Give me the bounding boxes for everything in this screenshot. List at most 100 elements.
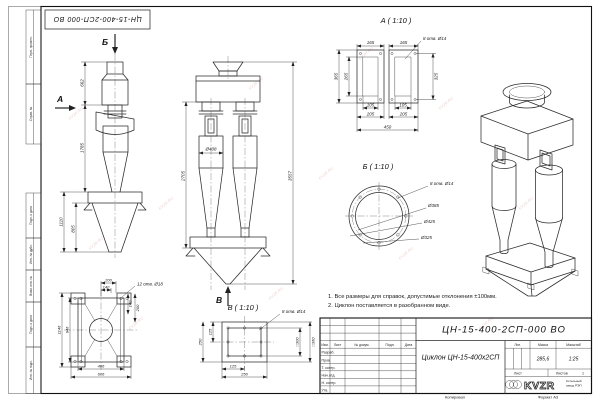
- watermark-text: KVZR.RU: [437, 96, 454, 111]
- view-a-title: А ( 1:10 ): [380, 16, 412, 25]
- section-b-label: Б: [102, 37, 108, 47]
- watermark-text: KVZR.RU: [357, 46, 374, 61]
- assembly-dimensions: Ø408 2705 3557: [181, 61, 297, 285]
- view-b-holes: [350, 187, 408, 245]
- dim-385: Ø385: [427, 203, 440, 208]
- tb-row-prov: Пров.: [322, 358, 332, 362]
- side-label-podp-data-2: Подп. и дата: [29, 315, 33, 334]
- dim-325-circle: Ø325: [420, 235, 433, 240]
- note-2: 2. Циклон поставляется в разобранном вид…: [328, 303, 451, 309]
- watermark-layer: KVZR.RU KVZR.RU KVZR.RU KVZR.RU KVZR.RU …: [67, 46, 534, 331]
- dim-406: 406: [98, 364, 105, 369]
- tb-sheet-label: Лист: [514, 372, 522, 376]
- view-a-outline: [356, 49, 419, 104]
- dim-105-b: 105: [399, 103, 407, 108]
- watermark-text: KVZR.RU: [317, 166, 334, 181]
- watermark-text: KVZR.RU: [157, 196, 174, 211]
- logo-kvzr-text: KVZR: [524, 380, 555, 392]
- tb-row-tkontr: Т. контр.: [322, 366, 336, 370]
- dim-200-right: 200: [135, 304, 140, 312]
- view-v: В ( 1:10 ) 8 отв. Ø14 125 250 □300 □360 …: [198, 303, 316, 379]
- dim-105-a: 105: [367, 103, 375, 108]
- view-b: Б ( 1:10 ) 8 отв. Ø14 Ø385 Ø425 Ø325: [345, 162, 454, 250]
- tb-row-utv: Утв.: [322, 388, 329, 392]
- dim-805: 805: [71, 225, 76, 233]
- view-a: А ( 1:10 ) 8 отв. Ø14 165 165 365 265 32…: [334, 16, 447, 132]
- dim-200-top: 200: [104, 278, 112, 283]
- plan-outline: [70, 292, 132, 368]
- tb-mass-label: Масса: [538, 343, 548, 347]
- tb-header-podp: Подп.: [385, 343, 394, 347]
- tb-row-nkontr: Н. контр.: [322, 381, 337, 385]
- watermark-text: KVZR.RU: [397, 246, 414, 261]
- top-stamp: ЦН-15-400-2СП-000 ВО: [44, 9, 151, 30]
- side-label-vzam-inv: Взам. инв. №: [29, 276, 33, 296]
- watermark-text: KVZR.RU: [267, 286, 284, 301]
- view-v-dimensions: 125 250 □300 □360 125 250: [198, 321, 316, 379]
- title-block-product-name: Циклон ЦН-15-400х2СП: [422, 355, 501, 362]
- watermark-text: KVZR.RU: [127, 316, 144, 331]
- dim-205-a: 205: [366, 112, 375, 117]
- dim-946: 946: [65, 326, 70, 333]
- tb-sheets-label: Листов: [556, 372, 568, 376]
- dim-125-bottom: 125: [230, 364, 237, 369]
- dim-165-b: 165: [400, 40, 408, 45]
- view-a-holes: [359, 52, 417, 101]
- dim-265: 265: [344, 72, 349, 81]
- notes: 1. Все размеры для справок, допустимые о…: [328, 294, 497, 309]
- side-label-sprav: Справ. №: [29, 106, 33, 121]
- tb-header-list: Лист: [334, 343, 342, 347]
- view-a-holes-note: 8 отв. Ø14: [423, 36, 447, 41]
- title-block: ЦН-15-400-2СП-000 ВО Циклон ЦН-15-400х2С…: [319, 317, 593, 395]
- side-label-inv-dubl: Инв. № дубл.: [29, 244, 33, 264]
- gost-frame: Перв. примен. Справ. № Подп. и дата Инв.…: [8, 5, 593, 400]
- logo-org-line-2: завод РЭП: [566, 384, 582, 388]
- title-block-grid: [320, 318, 592, 394]
- dim-2705: 2705: [181, 170, 186, 182]
- dim-425: Ø425: [423, 219, 436, 224]
- plan-holes-note: 12 отв. Ø18: [137, 282, 163, 287]
- view-b-holes-note: 8 отв. Ø14: [430, 181, 454, 186]
- dim-140-right: 140: [128, 300, 133, 307]
- tb-sheets-value: 1: [582, 372, 584, 376]
- view-front-single: Б А 662 1785 1110 805: [55, 34, 147, 258]
- dim-1110: 1110: [59, 217, 64, 227]
- logo-coil-icon: [505, 380, 522, 389]
- footer-copied-label: Копировал: [445, 395, 466, 400]
- note-1: 1. Все размеры для справок, допустимые о…: [328, 294, 497, 300]
- single-cyclone-outline: [83, 61, 147, 253]
- watermark-text: KVZR.RU: [517, 196, 534, 211]
- dim-205-b: 205: [399, 112, 408, 117]
- dim-662: 662: [80, 79, 85, 87]
- tb-row-nachotd: Нач.отд.: [322, 373, 336, 377]
- view-v-title: В ( 1:10 ): [228, 303, 259, 312]
- tb-lit-label: Лит.: [514, 343, 520, 347]
- section-a-label: А: [56, 94, 63, 104]
- view-plan-support: 200 140 12 отв. Ø18 140 200 1146 946 406…: [57, 278, 163, 379]
- side-label-podp-data-1: Подп. и дата: [29, 206, 33, 225]
- tb-header-izm: Изм.: [321, 343, 328, 347]
- dim-140-top: 140: [103, 285, 110, 290]
- view-b-leaders: [349, 185, 429, 244]
- dim-408: Ø408: [204, 147, 217, 152]
- logo-org-line-1: Котельный: [566, 379, 582, 383]
- dim-1146: 1146: [57, 325, 62, 334]
- assembly-outline: [185, 61, 271, 285]
- left-margin-cells: Перв. примен. Справ. № Подп. и дата Инв.…: [25, 9, 42, 394]
- view-a-dimensions: 165 165 365 265 325 105 105 205 205 450: [334, 40, 439, 132]
- tb-mass-value: 285,6: [536, 357, 550, 363]
- dim-450: 450: [384, 125, 392, 130]
- dim-1785: 1785: [80, 142, 85, 153]
- tb-header-data: Дата: [405, 343, 413, 347]
- footer-format-label: Формат А3: [538, 395, 559, 400]
- single-cyclone-dimensions: 662 1785 1110 805: [59, 61, 109, 253]
- dim-365: 365: [334, 72, 339, 80]
- section-v-label: В: [216, 295, 222, 305]
- view-b-title: Б ( 1:10 ): [363, 162, 394, 171]
- dim-325: 325: [434, 72, 439, 80]
- dim-360-square: □360: [311, 337, 316, 347]
- tb-row-razrab: Разраб.: [322, 351, 335, 355]
- dim-300-square: □300: [295, 337, 300, 347]
